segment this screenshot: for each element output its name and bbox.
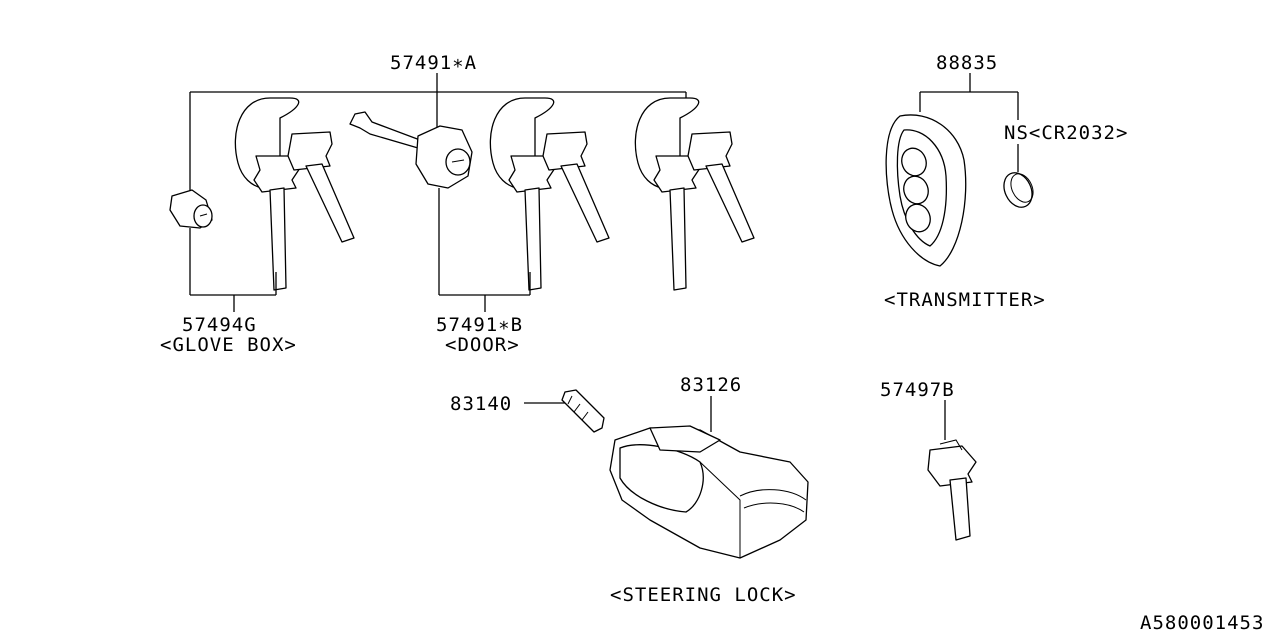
label-57494g: 57494G: [182, 314, 257, 336]
label-88835: 88835: [936, 52, 998, 74]
single-key-icon: [927, 400, 977, 541]
label-83126: 83126: [680, 374, 742, 396]
transmitter-icon: [885, 114, 967, 267]
label-steering-lock: <STEERING LOCK>: [610, 584, 797, 606]
key-1-icon: [234, 97, 355, 291]
label-57491b: 57491∗B: [436, 314, 523, 336]
label-door: <DOOR>: [445, 334, 520, 356]
leader-88835: [919, 73, 1019, 172]
label-57491a: 57491∗A: [390, 52, 477, 74]
leader-57494g: [189, 228, 277, 312]
battery-icon: [1003, 172, 1034, 208]
sensor-icon: [524, 389, 605, 433]
label-83140: 83140: [450, 393, 512, 415]
glove-box-cylinder-icon: [169, 189, 213, 229]
door-cylinder-icon: [349, 111, 473, 189]
label-glove-box: <GLOVE BOX>: [160, 334, 297, 356]
label-transmitter: <TRANSMITTER>: [884, 289, 1046, 311]
label-battery: NS<CR2032>: [1004, 122, 1128, 144]
key-2-icon: [489, 97, 610, 291]
key-3-icon: [634, 97, 755, 291]
steering-lock-icon: [609, 396, 809, 559]
leader-57491b: [438, 188, 531, 312]
label-57497b: 57497B: [880, 379, 955, 401]
diagram-id: A580001453: [1140, 612, 1264, 634]
